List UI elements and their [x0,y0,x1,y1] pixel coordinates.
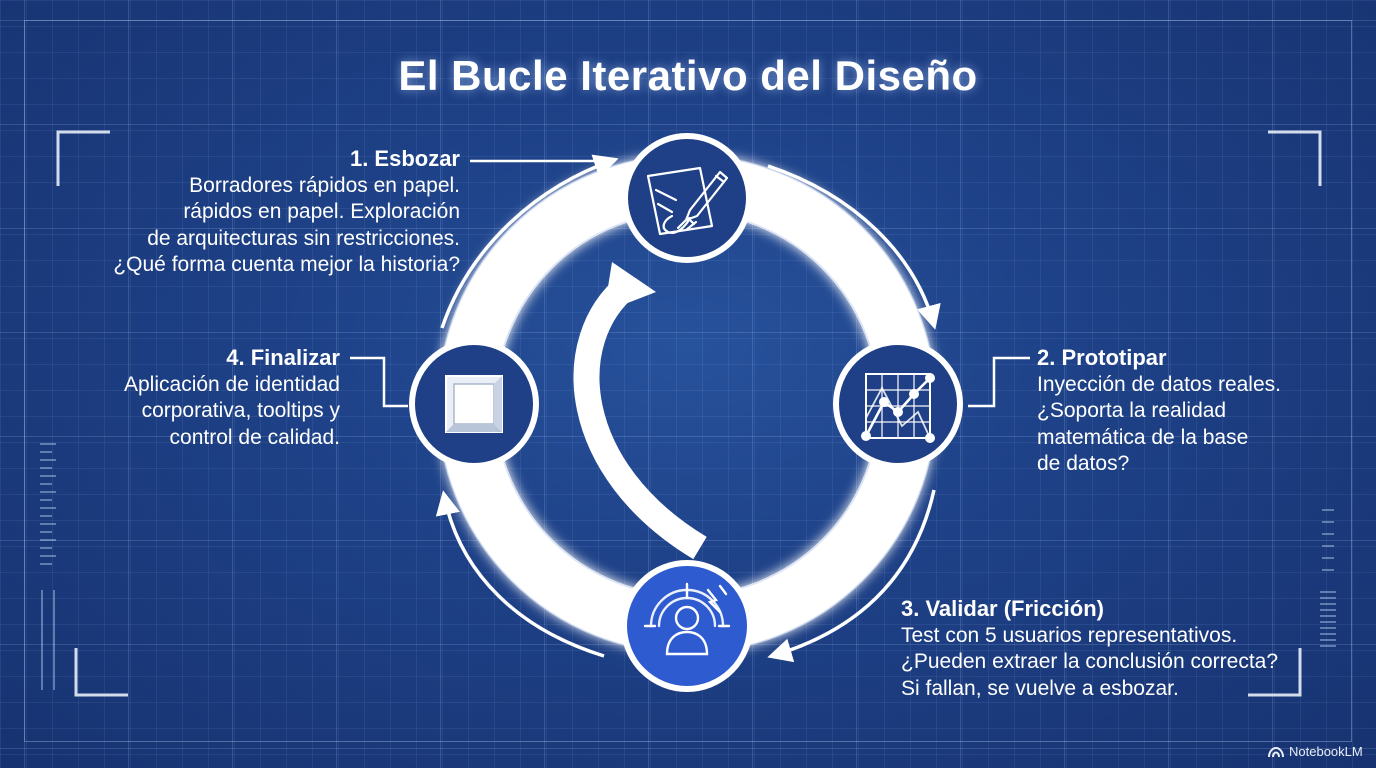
step-esbozar-line: ¿Qué forma cuenta mejor la historia? [113,253,460,276]
step-validar: 3. Validar (Fricción) Test con 5 usuario… [901,596,1321,702]
step-prototipar: 2. Prototipar Inyección de datos reales.… [1037,345,1337,478]
watermark-label: NotebookLM [1289,744,1363,759]
pencil-sketch-icon [646,166,729,236]
ruler-ticks-left [40,443,56,690]
step-esbozar-line: Borradores rápidos en papel. [189,173,460,197]
step-esbozar: 1. Esbozar Borradores rápidos en papel. … [80,146,460,279]
step-prototipar-heading: 2. Prototipar [1037,345,1167,370]
diagram-title: El Bucle Iterativo del Diseño [398,52,978,99]
step-esbozar-line: de arquitecturas sin restricciones. [147,226,460,250]
step-prototipar-line: ¿Soporta la realidad [1037,399,1227,422]
return-arrow-shaft [573,274,707,560]
step-validar-line: ¿Pueden extraer la conclusión correcta? [901,650,1279,673]
arrow-to-finalizar [435,490,605,658]
user-target-icon [643,582,731,656]
step-validar-line: Si fallan, se vuelve a esbozar. [901,676,1179,700]
node-finalizar [409,339,539,469]
bracket-bottom-right [1248,648,1302,697]
step-prototipar-line: de datos? [1037,452,1130,475]
step-finalizar-line: Aplicación de identidad [124,372,340,396]
step-prototipar-line: matemática de la base [1037,425,1249,449]
node-validar [621,560,753,692]
bracket-top-left [56,130,110,186]
notebooklm-watermark: NotebookLM [1268,744,1363,759]
node-prototipar [833,339,963,469]
notebooklm-logo-icon [1268,746,1284,757]
step-esbozar-line: rápidos en papel. Exploración [183,200,460,223]
label-connectors [350,159,1030,408]
line-chart-icon [861,373,935,443]
step-prototipar-line: Inyección de datos reales. [1037,372,1281,396]
step-validar-heading: 3. Validar (Fricción) [901,596,1104,621]
step-finalizar-heading: 4. Finalizar [226,345,340,370]
ruler-ticks-right [1320,509,1336,647]
polished-square-icon [445,375,503,433]
arrow-to-esbozar [440,154,619,329]
arrow-to-prototipar [767,164,941,330]
corner-brackets [56,130,1322,697]
step-esbozar-heading: 1. Esbozar [349,146,460,171]
return-arrow-head [604,262,656,312]
connector-prototipar [968,356,1030,408]
node-esbozar [622,133,752,263]
step-validar-line: Test con 5 usuarios representativos. [901,623,1238,647]
step-finalizar: 4. Finalizar Aplicación de identidad cor… [80,345,340,451]
arrow-to-validar [767,489,936,663]
connector-finalizar [350,356,408,408]
step-finalizar-line: corporativa, tooltips y [141,399,340,422]
step-finalizar-line: control de calidad. [169,425,340,449]
bracket-top-right [1268,130,1322,186]
bracket-bottom-left [74,648,128,697]
frame-border [24,20,1352,742]
